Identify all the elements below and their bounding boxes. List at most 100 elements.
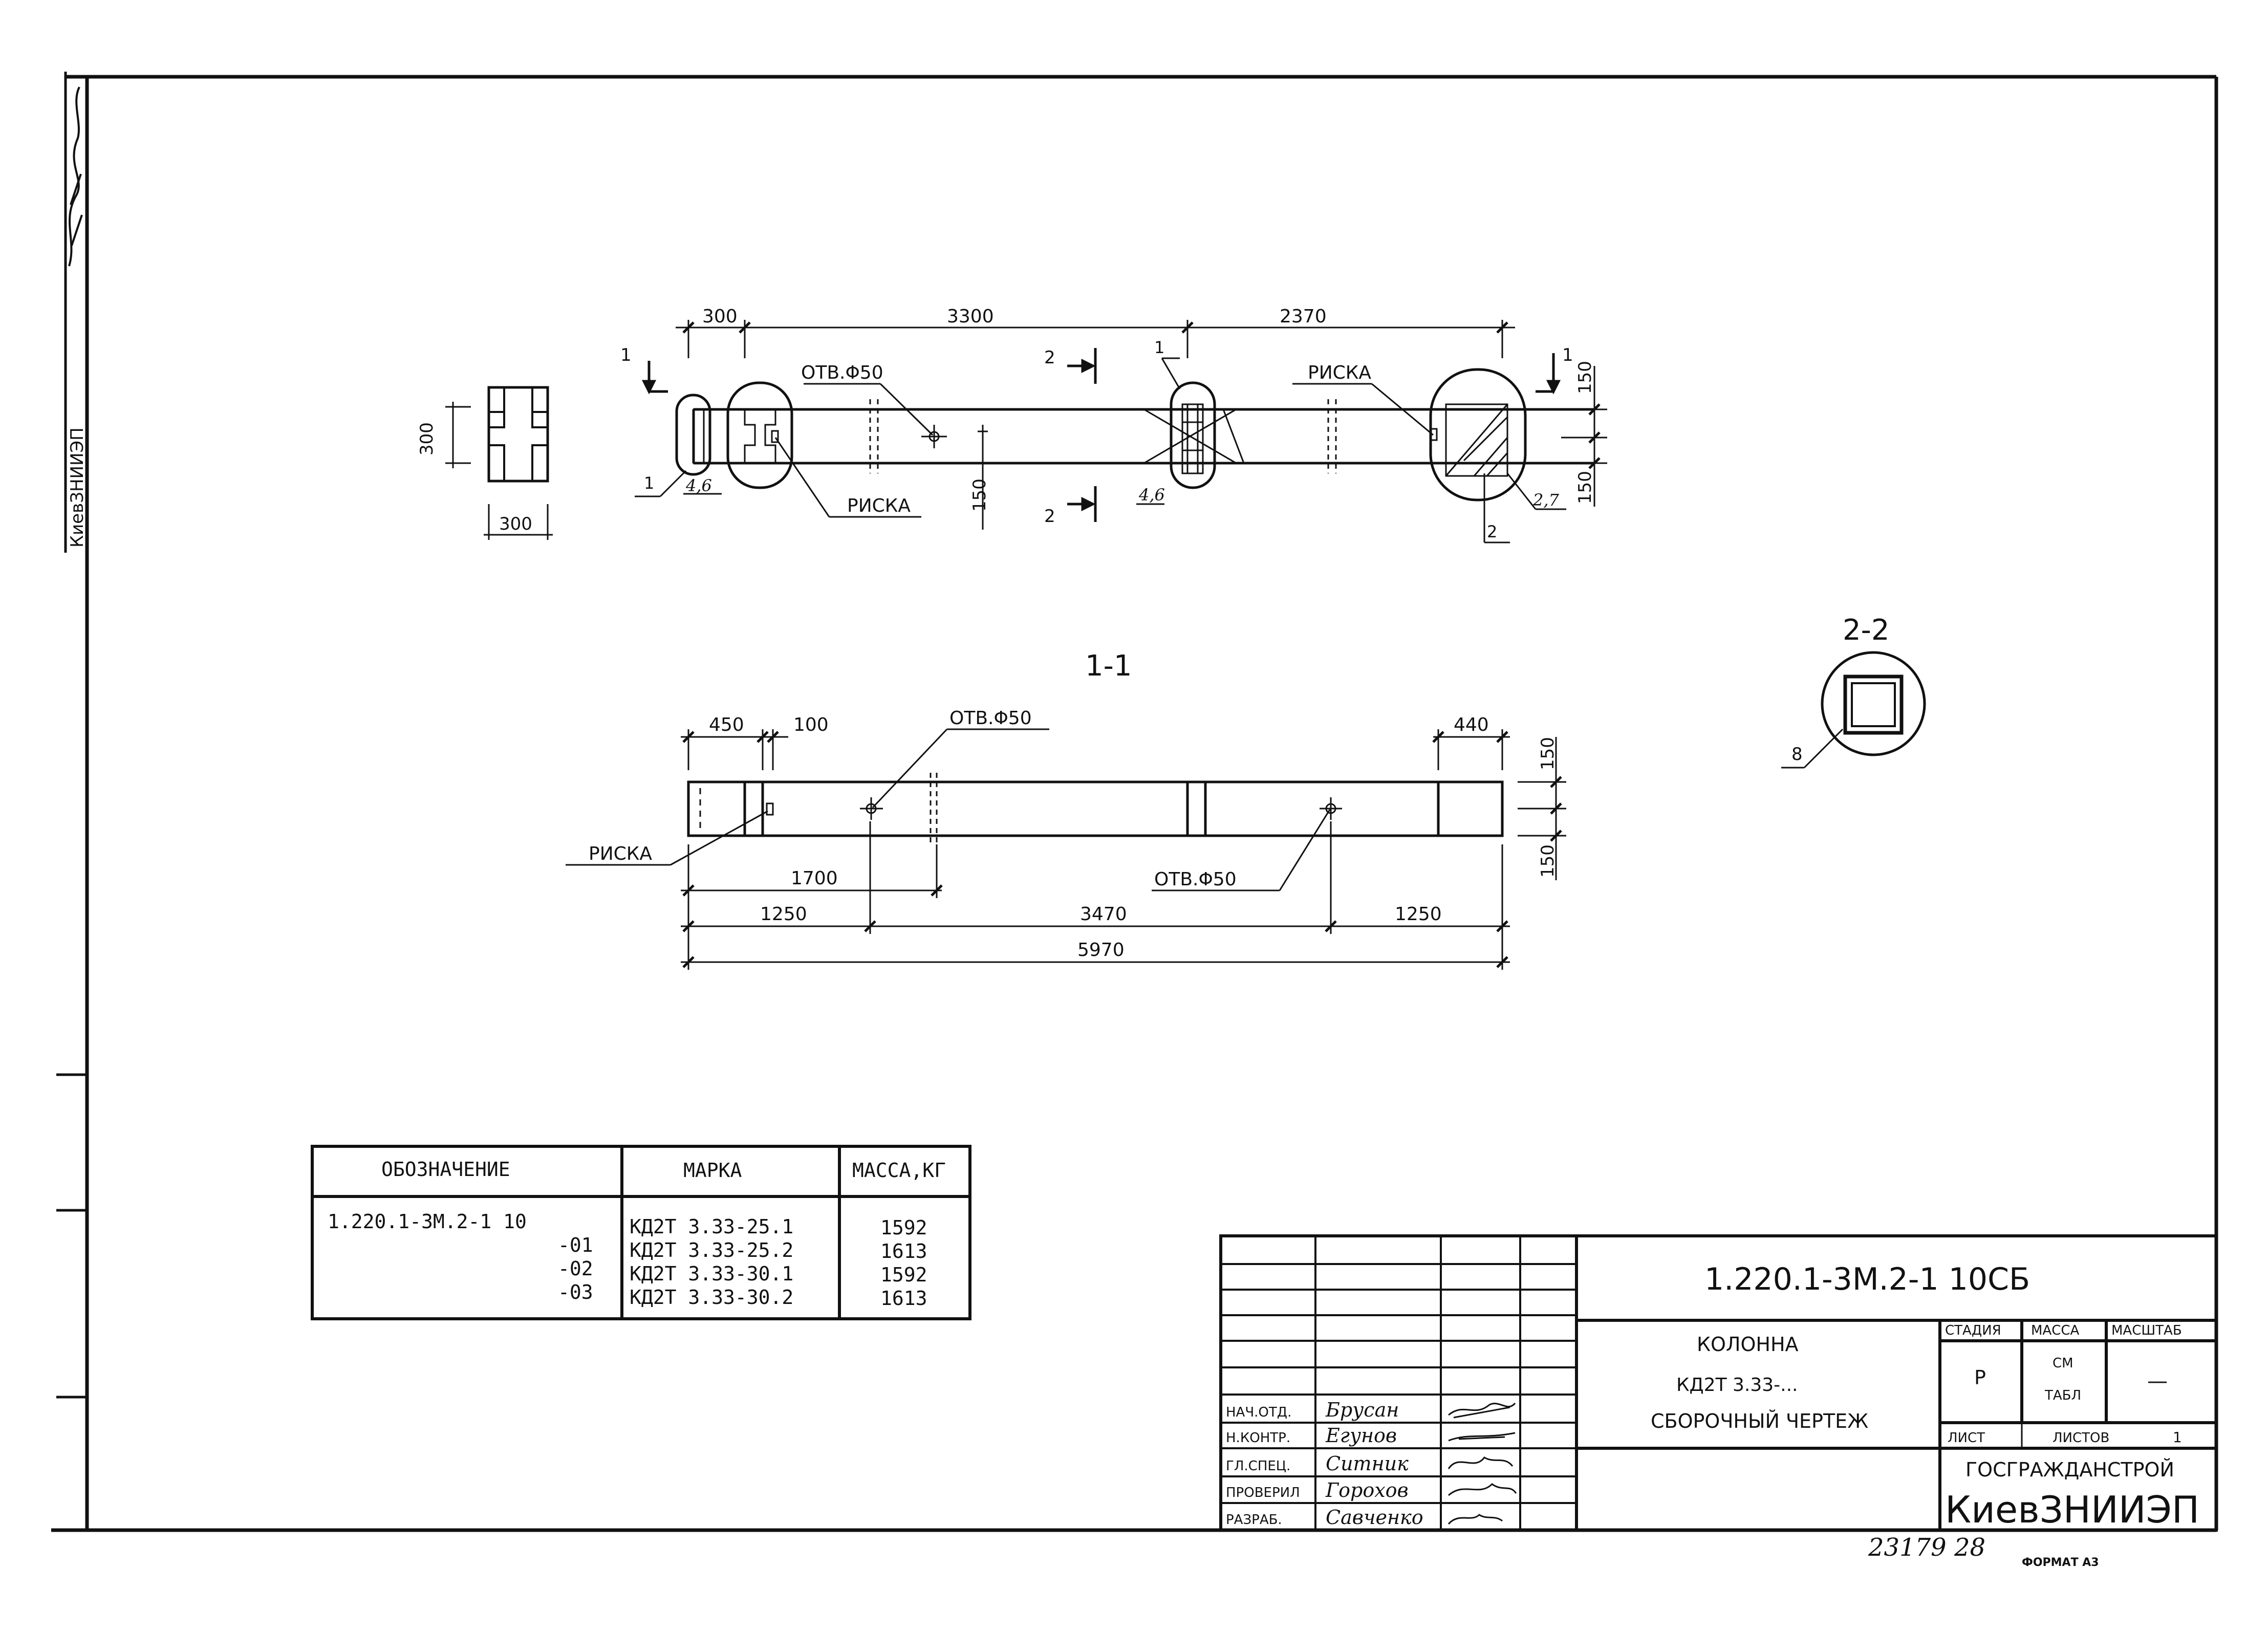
spec-table: ОБОЗНАЧЕНИЕ МАРКА МАССА,КГ 1.220.1-3М.2-… bbox=[311, 1145, 971, 1320]
spec-header-mark: МАРКА bbox=[683, 1159, 742, 1182]
plan-leader-2: 2 bbox=[1487, 522, 1497, 541]
plan-dim-right-150b: 150 bbox=[1575, 471, 1595, 504]
spec-row-designation: 1.220.1-3М.2-1 10 bbox=[328, 1210, 527, 1233]
plan-section-cut-marks bbox=[641, 348, 1561, 522]
scale-label: МАСШТАБ bbox=[2111, 1323, 2182, 1338]
doc-code: 1.220.1-3М.2-1 10СБ bbox=[1704, 1261, 2030, 1297]
plan-hole-mark bbox=[921, 425, 988, 530]
scale-value: — bbox=[2147, 1369, 2168, 1393]
signature-name: Горохов bbox=[1325, 1479, 1409, 1501]
mass-value-1: СМ bbox=[2053, 1356, 2073, 1371]
spec-row-mark: КД2Т 3.33-30.1 bbox=[630, 1262, 793, 1285]
plan-leaders bbox=[635, 357, 1566, 543]
plan-node-ref-b: 4,6 bbox=[1138, 485, 1165, 505]
s11-dim-1250-left: 1250 bbox=[760, 904, 807, 925]
plan-leader-1a: 1 bbox=[644, 473, 654, 493]
plan-view: 300 300 bbox=[417, 306, 1607, 543]
plan-node-details bbox=[693, 403, 1508, 477]
s11-hole-callout-top: ОТВ.Φ50 bbox=[949, 708, 1032, 729]
item-name-line2: КД2Т 3.33-... bbox=[1676, 1375, 1798, 1396]
section-2-2-title: 2-2 bbox=[1843, 614, 1889, 647]
signature-role: ПРОВЕРИЛ bbox=[1226, 1485, 1300, 1500]
s11-dim-1250-right: 1250 bbox=[1395, 904, 1442, 925]
spec-row-mark: КД2Т 3.33-25.2 bbox=[630, 1239, 793, 1261]
footer-number: 23179 28 bbox=[1868, 1533, 1985, 1562]
spec-row-designation: -03 bbox=[558, 1281, 593, 1303]
signature-name: Егунов bbox=[1325, 1424, 1397, 1447]
section-1-1-dim-bottom bbox=[681, 821, 1510, 970]
plan-leader-1b: 1 bbox=[1154, 338, 1164, 357]
spec-row-mark: КД2Т 3.33-25.1 bbox=[630, 1215, 793, 1238]
signature-role: ГЛ.СПЕЦ. bbox=[1226, 1458, 1290, 1474]
sheet-frame bbox=[51, 72, 2218, 1532]
section-1-1-dim-top bbox=[681, 729, 1510, 770]
sheets-label: ЛИСТОВ bbox=[2053, 1430, 2109, 1446]
s11-mark-callout: РИСКА bbox=[589, 843, 652, 864]
plan-cut-1-right: 1 bbox=[1562, 345, 1573, 365]
s11-dim-right-150a: 150 bbox=[1538, 737, 1558, 770]
spec-header-designation: ОБОЗНАЧЕНИЕ bbox=[381, 1158, 510, 1181]
section-2-2-view: 2-2 8 bbox=[1781, 614, 1926, 769]
plan-mark-callout-right: РИСКА bbox=[1308, 362, 1371, 383]
item-name-line1: КОЛОННА bbox=[1697, 1333, 1799, 1356]
section-1-1-leaders bbox=[566, 728, 1331, 891]
side-stamp-org: КиевЗНИИЭП bbox=[67, 427, 88, 548]
plan-dim-300: 300 bbox=[702, 306, 738, 327]
section-1-1-holes bbox=[860, 797, 1342, 820]
spec-header-mass: МАССА,КГ bbox=[852, 1159, 946, 1182]
plan-cut-1-left: 1 bbox=[620, 345, 632, 365]
section-1-1-view: 1-1 bbox=[566, 649, 1566, 970]
left-margin-ticks bbox=[56, 1073, 87, 1399]
stage-value: Р bbox=[1974, 1366, 1986, 1389]
plan-node-ref-a: 4,6 bbox=[685, 476, 712, 495]
plan-mark-callout-left: РИСКА bbox=[847, 495, 911, 516]
mass-value-2: ТАБЛ bbox=[2044, 1388, 2081, 1403]
plan-dim-right-150a: 150 bbox=[1575, 361, 1595, 394]
section-1-1-title: 1-1 bbox=[1085, 649, 1132, 683]
plan-section-square bbox=[445, 386, 553, 540]
plan-cut-2-top: 2 bbox=[1044, 347, 1055, 368]
item-name-line3: СБОРОЧНЫЙ ЧЕРТЕЖ bbox=[1651, 1410, 1868, 1432]
title-block: НАЧ.ОТД. Н.КОНТР. ГЛ.СПЕЦ. ПРОВЕРИЛ РАЗР… bbox=[1219, 1234, 2218, 1532]
org-line1: ГОСГРАЖДАНСТРОЙ bbox=[1965, 1458, 2174, 1481]
plan-dim-right bbox=[1561, 366, 1607, 507]
s11-dim-440: 440 bbox=[1454, 714, 1489, 735]
signature-role: Н.КОНТР. bbox=[1226, 1430, 1290, 1446]
plan-node-ref-c: 2,7 bbox=[1532, 490, 1560, 510]
section-1-1-beam bbox=[687, 773, 1504, 844]
spec-row-mass: 1592 bbox=[880, 1216, 927, 1239]
stage-label: СТАДИЯ bbox=[1945, 1323, 2001, 1338]
plan-hole-callout: ОТВ.Φ50 bbox=[801, 362, 883, 383]
sheet-label: ЛИСТ bbox=[1948, 1430, 1985, 1446]
signature-role: РАЗРАБ. bbox=[1226, 1512, 1282, 1528]
spec-row-mass: 1592 bbox=[880, 1264, 927, 1286]
spec-row-mark: КД2Т 3.33-30.2 bbox=[630, 1286, 793, 1309]
plan-node-circles bbox=[675, 368, 1527, 502]
signature-name: Ситник bbox=[1326, 1452, 1409, 1475]
spec-row-designation: -01 bbox=[558, 1234, 593, 1256]
plan-dim-hole-150: 150 bbox=[969, 478, 990, 512]
org-line2: КиевЗНИИЭП bbox=[1945, 1488, 2199, 1531]
signature-name: Брусан bbox=[1325, 1399, 1399, 1421]
signature-marks bbox=[1448, 1402, 1517, 1525]
s11-dim-right-150b: 150 bbox=[1538, 844, 1558, 878]
side-stamp-signature bbox=[68, 86, 83, 267]
s11-dim-5970: 5970 bbox=[1077, 940, 1125, 961]
s11-dim-3470: 3470 bbox=[1080, 904, 1127, 925]
sheets-value: 1 bbox=[2173, 1429, 2182, 1446]
spec-row-mass: 1613 bbox=[880, 1287, 927, 1310]
plan-dim-3300: 3300 bbox=[947, 306, 994, 327]
plan-beam bbox=[692, 399, 1594, 473]
signature-name: Савченко bbox=[1326, 1506, 1423, 1529]
dim-section-width: 300 bbox=[499, 514, 532, 534]
signature-role: НАЧ.ОТД. bbox=[1226, 1405, 1291, 1420]
s11-dim-1700: 1700 bbox=[791, 868, 838, 889]
section-1-1-dim-right bbox=[1518, 737, 1566, 880]
dim-section-height: 300 bbox=[417, 422, 437, 455]
plan-dim-top bbox=[676, 320, 1515, 358]
s11-dim-450: 450 bbox=[709, 714, 744, 735]
s11-dim-100: 100 bbox=[793, 714, 829, 735]
mass-label: МАССА bbox=[2031, 1323, 2080, 1338]
spec-row-designation: -02 bbox=[558, 1257, 593, 1280]
